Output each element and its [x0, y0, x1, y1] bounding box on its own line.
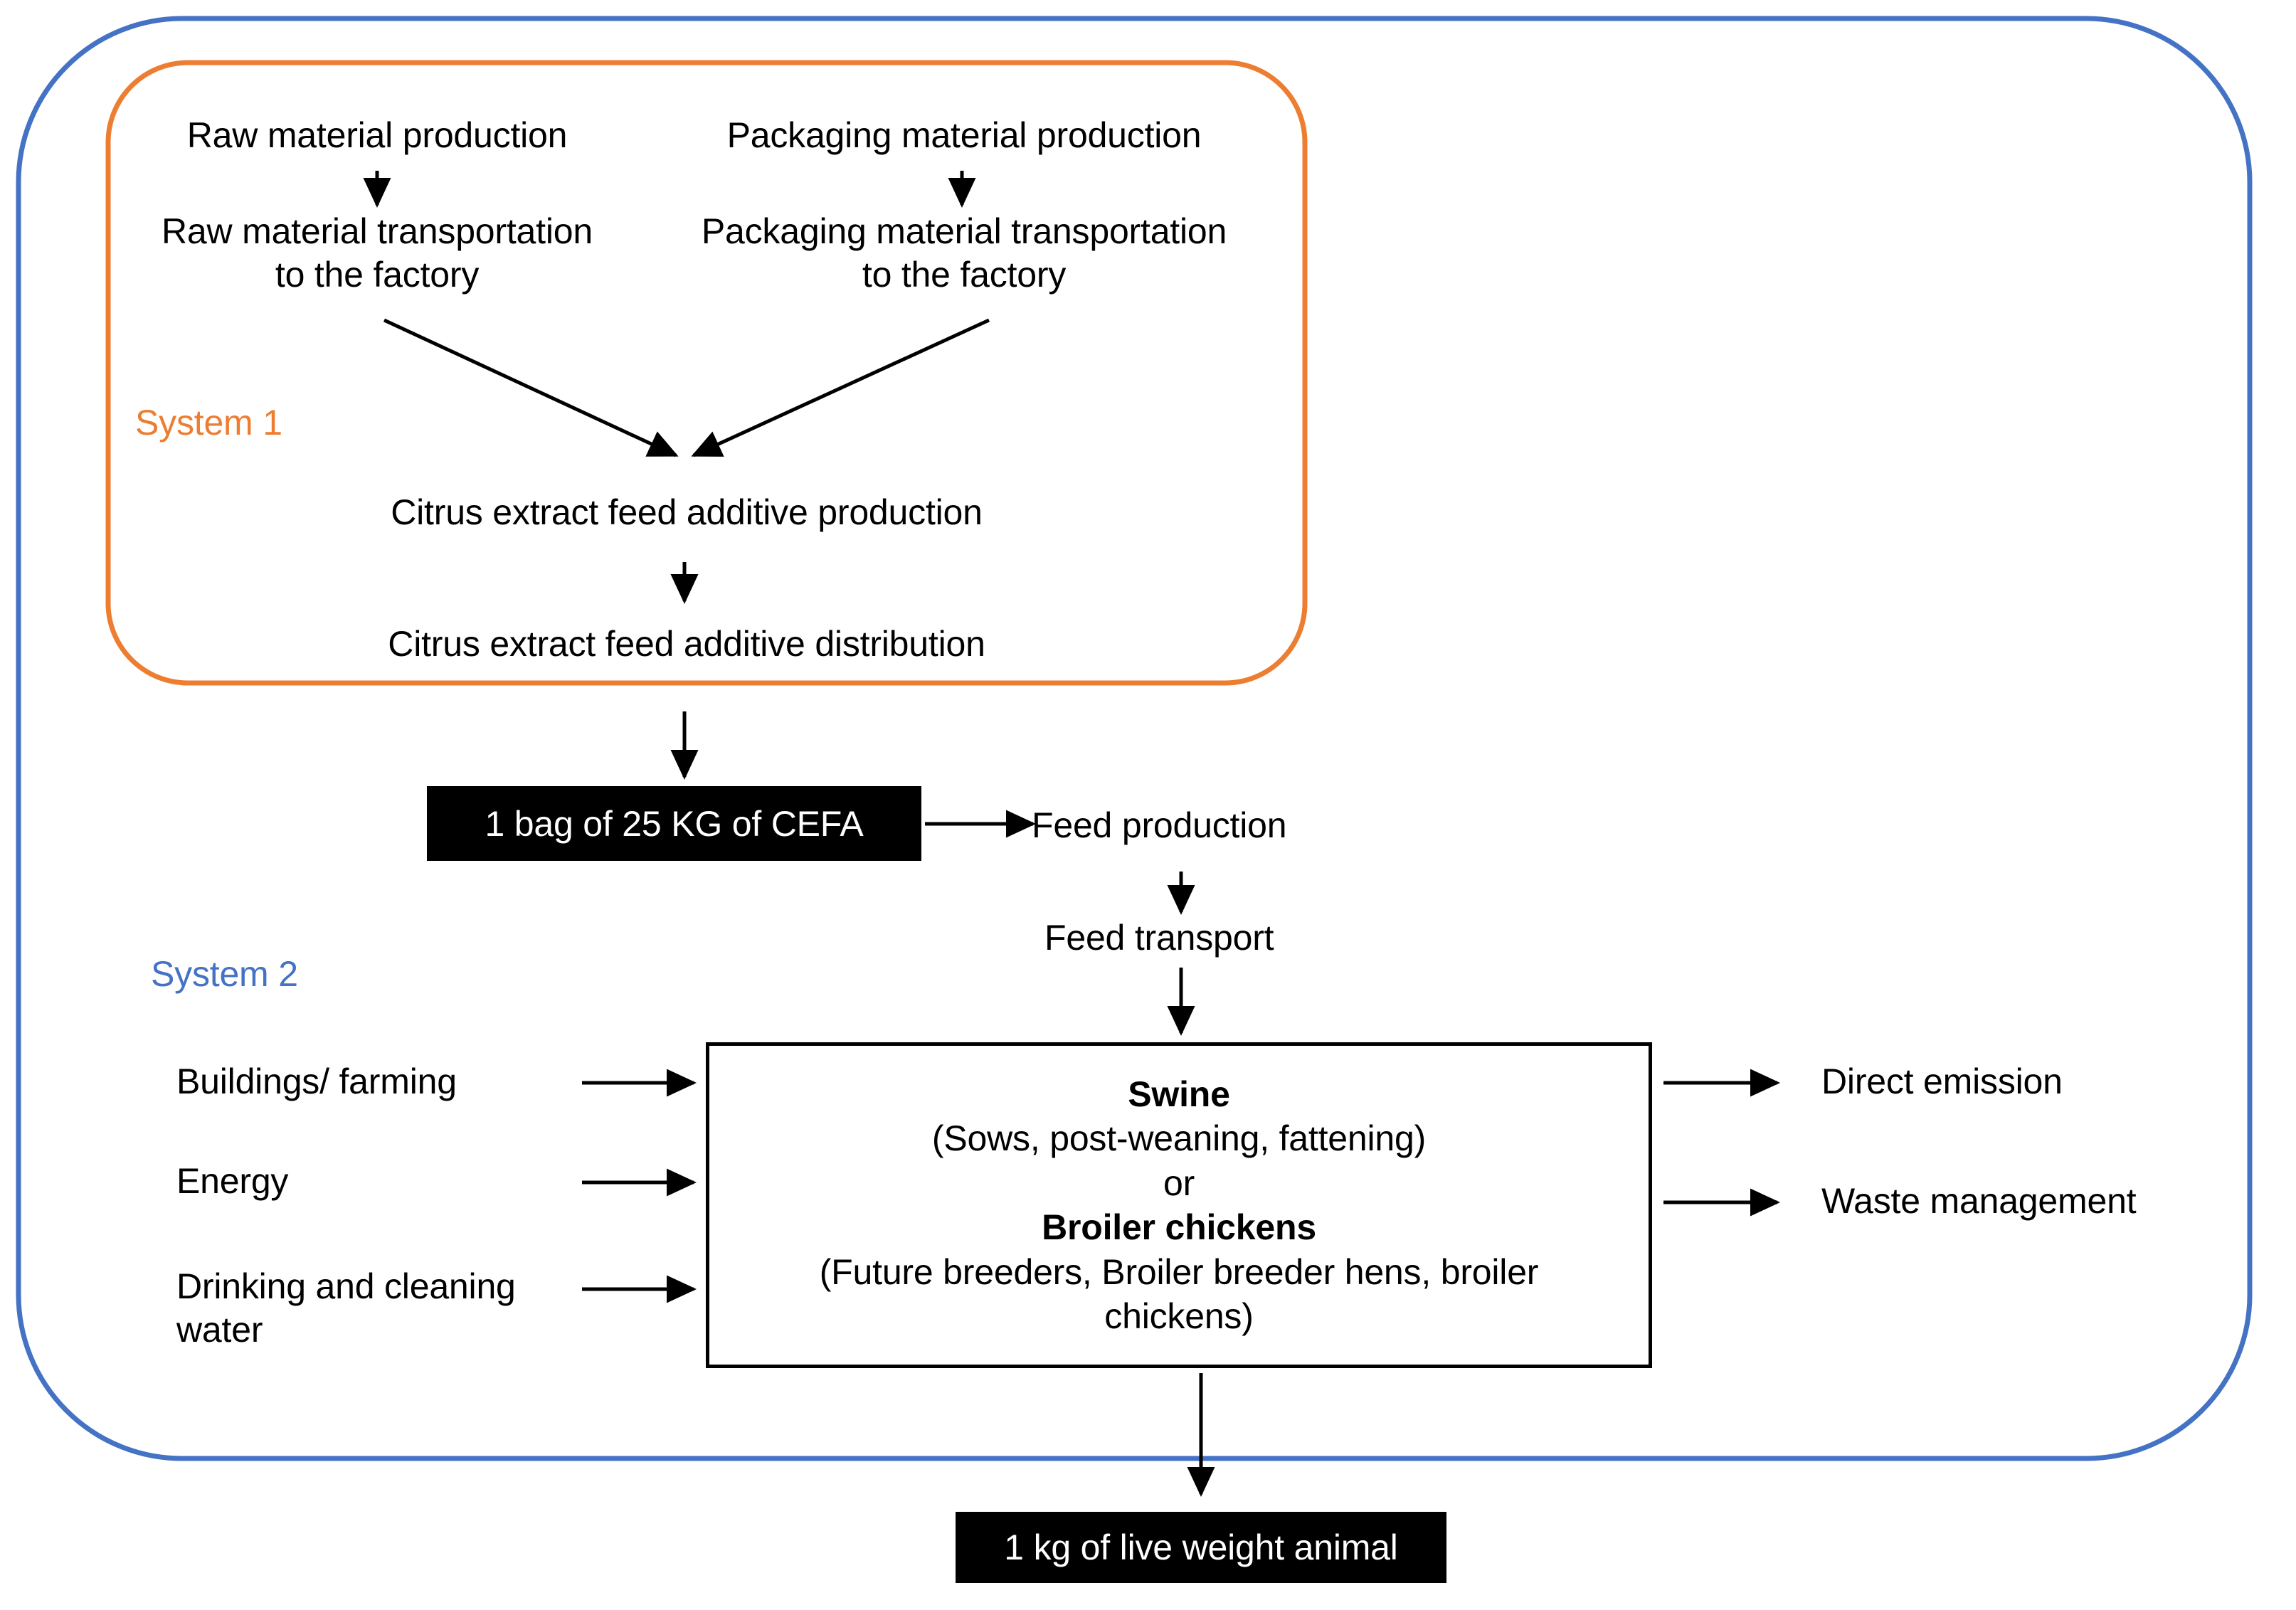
node-raw-material-transportation: Raw material transportation to the facto… — [162, 211, 593, 295]
functional-unit-bag-box: 1 bag of 25 KG of CEFA — [427, 786, 921, 861]
node-cefa-production: Citrus extract feed additive production — [391, 492, 983, 532]
system2-boundary — [16, 16, 2253, 1461]
arrow-raw-transport-to-cefa-production — [383, 318, 679, 457]
animal-box-line-broiler-chickens: Broiler chickens — [1042, 1207, 1316, 1247]
node-feed-transport: Feed transport — [1044, 918, 1274, 958]
animal-production-box: Swine (Sows, post-weaning, fattening) or… — [706, 1042, 1652, 1368]
input-drinking-cleaning-water: Drinking and cleaning water — [176, 1266, 516, 1350]
node-feed-production: Feed production — [1032, 805, 1287, 845]
arrow-packaging-transport-to-cefa-production — [691, 318, 990, 457]
animal-box-line-swine: Swine — [1128, 1074, 1230, 1114]
system1-boundary — [105, 60, 1308, 686]
node-packaging-material-transportation: Packaging material transportation to the… — [701, 211, 1227, 295]
input-energy: Energy — [176, 1161, 289, 1201]
animal-box-line-broiler-categories: (Future breeders, Broiler breeder hens, … — [819, 1251, 1539, 1337]
functional-unit-live-weight-box: 1 kg of live weight animal — [956, 1512, 1446, 1583]
input-buildings-farming: Buildings/ farming — [176, 1061, 457, 1101]
system1-label: System 1 — [135, 403, 282, 443]
output-waste-management: Waste management — [1821, 1181, 2137, 1221]
output-direct-emission: Direct emission — [1821, 1061, 2063, 1101]
animal-box-line-or: or — [1163, 1163, 1195, 1203]
node-cefa-distribution: Citrus extract feed additive distributio… — [388, 624, 985, 664]
animal-box-line-swine-categories: (Sows, post-weaning, fattening) — [931, 1118, 1427, 1158]
node-raw-material-production: Raw material production — [186, 115, 568, 155]
system2-label: System 2 — [151, 954, 298, 994]
node-packaging-material-production: Packaging material production — [726, 115, 1202, 155]
